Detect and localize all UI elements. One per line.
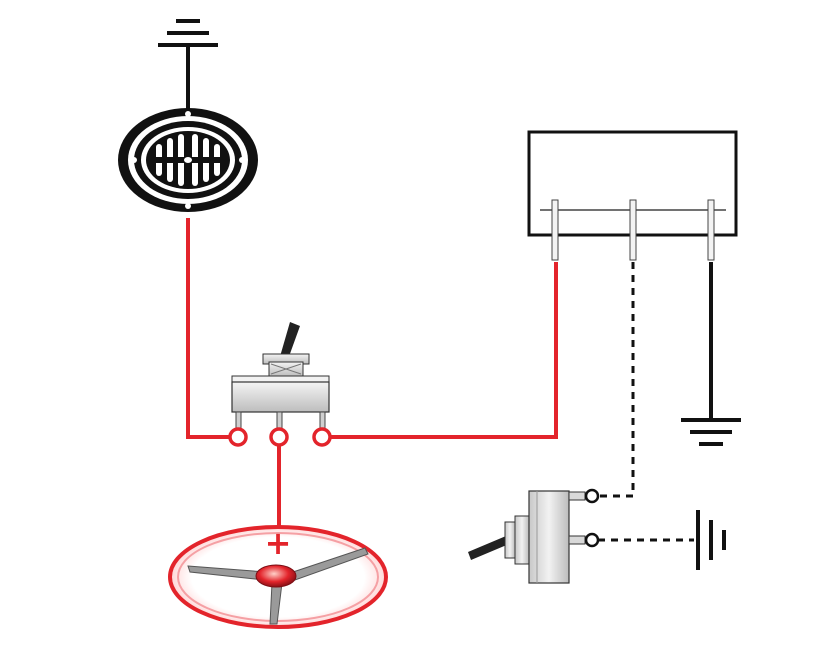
ground-symbol-top <box>158 19 218 112</box>
battery-ground-symbol <box>696 510 726 570</box>
toggle-lever <box>279 322 300 362</box>
wires <box>186 218 713 542</box>
wire-switch-to-relay <box>329 262 558 439</box>
dashboard-switch <box>468 488 600 584</box>
wire-relay-to-dash-switch <box>598 262 635 498</box>
switch-terminal-left <box>228 427 248 447</box>
switch-terminal-middle <box>269 427 289 447</box>
ground-symbol-right <box>681 418 741 446</box>
relay-terminal-1 <box>551 199 559 261</box>
dash-switch-terminal-top <box>584 488 600 504</box>
dash-switch-lever <box>468 536 509 560</box>
switch-terminal-right <box>312 427 332 447</box>
relay-terminal-2 <box>629 199 637 261</box>
horn-button-hub <box>255 564 297 588</box>
plus-sign: + <box>265 524 292 562</box>
horn <box>118 108 258 212</box>
dash-switch-terminal-bottom <box>584 532 600 548</box>
relay-box <box>527 130 738 261</box>
relay-terminal-3 <box>707 199 715 261</box>
toggle-switch <box>228 322 332 447</box>
wire-horn-to-switch <box>186 218 232 439</box>
steering-wheel: + <box>168 524 388 629</box>
